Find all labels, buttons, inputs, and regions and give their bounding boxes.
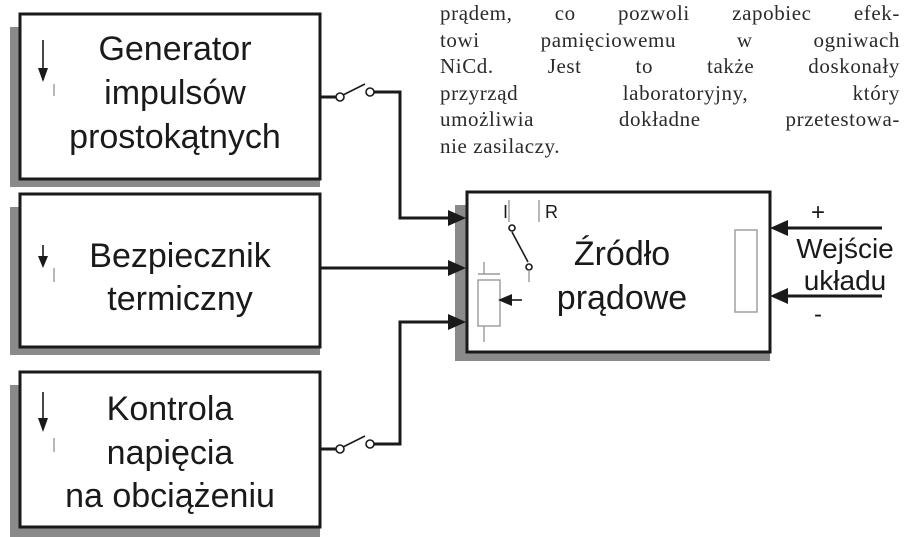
down-arrow-icon: [38, 40, 55, 96]
input-connection: + Wejście układu -: [770, 199, 894, 328]
paragraph-line: towi pamięciowemu w ogniwach: [440, 27, 900, 52]
generator-label-3: prostokątnych: [69, 118, 281, 156]
fuse-connection: [320, 260, 466, 276]
source-label-2: prądowe: [557, 279, 687, 317]
generator-connection: [320, 83, 466, 226]
generator-label-1: Generator: [98, 30, 251, 68]
minus-sign: -: [814, 301, 822, 328]
switch-contact: [365, 87, 375, 97]
paragraph-line: NiCd. Jest to także doskonały: [440, 54, 900, 78]
fuse-block: Bezpiecznik termiczny: [10, 192, 322, 355]
internal-switch-icon: [508, 200, 540, 282]
voltage-label-3: na obciążeniu: [65, 477, 275, 515]
arrow-head: [770, 220, 788, 236]
input-label-2: układu: [804, 265, 887, 296]
current-source-block: I R Źródło prądowe: [455, 190, 772, 361]
internal-resistor-icon: [734, 229, 758, 313]
arrow-head: [448, 260, 466, 276]
description-paragraph: prądem, co pozwoli zapobiec efek- towi p…: [440, 0, 900, 159]
arrow-head: [770, 288, 788, 304]
voltage-label-2: napięcia: [107, 434, 234, 472]
plus-sign: +: [811, 199, 825, 226]
fuse-label-2: termiczny: [107, 280, 252, 318]
switch-label-r: R: [545, 202, 558, 222]
arrow-head: [448, 210, 466, 226]
paragraph-line: prądem, co pozwoli zapobiec efek-: [440, 1, 900, 25]
fuse-box: [18, 192, 322, 349]
switch-label-i: I: [503, 202, 508, 222]
voltage-connection: [320, 314, 466, 454]
voltage-control-block: Kontrola napięcia na obciążeniu: [10, 370, 322, 537]
down-arrow-icon: [38, 392, 55, 452]
voltage-box: [18, 370, 322, 529]
source-label-1: Źródło: [574, 235, 670, 273]
internal-source-icon: [477, 262, 522, 342]
generator-label-2: impulsów: [104, 74, 246, 112]
fuse-label-1: Bezpiecznik: [89, 237, 271, 275]
arrow-head: [448, 314, 466, 330]
switch-contact: [335, 444, 345, 454]
switch-contact: [365, 439, 375, 449]
generator-block: Generator impulsów prostokątnych: [10, 12, 322, 187]
down-arrow-icon: [38, 245, 55, 282]
input-label-1: Wejście: [796, 233, 894, 264]
paragraph-line: umożliwia dokładne przetestowa-: [440, 107, 900, 131]
voltage-label-1: Kontrola: [107, 390, 234, 428]
paragraph-line: nie zasilaczy.: [440, 133, 561, 158]
source-box: [465, 190, 772, 354]
switch-contact: [335, 92, 345, 102]
paragraph-line: przyrząd laboratoryjny, który: [440, 80, 900, 105]
